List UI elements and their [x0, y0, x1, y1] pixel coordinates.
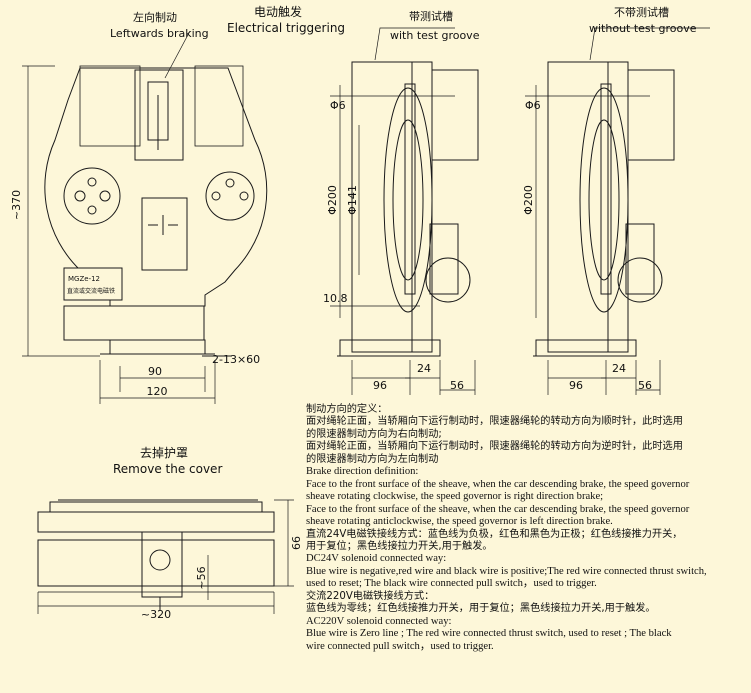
elec-trigger-zh: 电动触发: [254, 5, 303, 19]
note-line: 面对绳轮正面，当轿厢向下运行制动时，限速器绳轮的转动方向为顺时针，此时选用: [306, 416, 683, 428]
note-line: 的限速器制动方向为右向制动;: [306, 428, 442, 440]
note-line: DC24V solenoid connected way:: [306, 553, 447, 565]
dim-24-b: 24: [612, 362, 626, 375]
left-brake-zh: 左向制动: [133, 11, 177, 24]
top-frame: [37, 511, 275, 533]
solenoid-box-a: [431, 69, 479, 161]
cover-plate-right: [194, 65, 244, 147]
dim-56-c: ~56: [195, 566, 208, 589]
note-line: 交流220V电磁铁接线方式：: [306, 590, 435, 602]
motor-b: [617, 257, 663, 303]
note-line: sheave rotating anticlockwise, the speed…: [306, 516, 613, 528]
dim-phi6-a: Φ6: [330, 99, 346, 112]
dim-phi141: Φ141: [346, 185, 359, 215]
dim-phi200-a: Φ200: [326, 185, 339, 215]
trigger-plunger: [141, 197, 188, 271]
dim-phi200-b: Φ200: [522, 185, 535, 215]
note-line: sheave rotating clockwise, the speed gov…: [306, 491, 604, 503]
remove-cover-zh: 去掉护罩: [140, 446, 189, 460]
dim-370: ~370: [10, 190, 23, 220]
dim-90: 90: [148, 365, 162, 378]
note-line: Brake direction definition:: [306, 466, 419, 478]
note-line: 直流24V电磁铁接线方式：蓝色线为负极，红色和黑色为正极；红色线接推力开关，: [306, 528, 683, 540]
dim-24-a: 24: [417, 362, 431, 375]
with-groove-en: with test groove: [390, 29, 480, 42]
sheave-a: [383, 87, 433, 313]
side-view-with-groove: [330, 27, 479, 395]
note-line: 制动方向的定义：: [306, 404, 388, 415]
top-solenoid: [141, 531, 183, 598]
note-line: Face to the front surface of the sheave,…: [306, 478, 690, 490]
notes-block: 制动方向的定义： 面对绳轮正面，当轿厢向下运行制动时，限速器绳轮的转动方向为顺时…: [306, 404, 746, 653]
dim-96-a: 96: [373, 379, 387, 392]
cover-plate-left: [79, 65, 141, 147]
elec-trigger-en: Electrical triggering: [227, 21, 346, 35]
left-brake-en: Leftwards braking: [110, 27, 209, 40]
dim-66: 66: [290, 536, 303, 550]
note-line: 用于复位；黑色线接拉力开关,用于触发。: [306, 540, 493, 552]
note-line: 蓝色线为零线；红色线接推力开关，用于复位；黑色线接拉力开关,用于触发。: [306, 603, 656, 615]
frame-b: [547, 61, 609, 353]
sheave-left: [63, 167, 121, 225]
sheave-right: [205, 171, 255, 221]
dim-96-b: 96: [569, 379, 583, 392]
motor-a: [425, 257, 471, 303]
front-view: [22, 30, 268, 404]
nameplate-line2: 直流或交流电磁铁: [67, 287, 115, 295]
note-line: 的限速器制动方向为左向制动: [306, 453, 439, 465]
note-line: Blue wire is negative,red wire and black…: [306, 565, 707, 577]
top-view: [37, 499, 294, 614]
sheave-b: [579, 87, 629, 313]
note-line: AC220V solenoid connected way:: [306, 615, 452, 627]
side-view-without-groove: [525, 27, 710, 395]
note-line: Blue wire is Zero line ; The red wire co…: [306, 628, 672, 640]
nameplate: [63, 267, 123, 301]
nameplate-line1: MGZe-12: [68, 275, 100, 283]
solenoid-housing: [134, 69, 184, 161]
note-line: wire connected pull switch，used to trigg…: [306, 640, 494, 652]
note-line: Face to the front surface of the sheave,…: [306, 503, 690, 515]
remove-cover-en: Remove the cover: [113, 462, 223, 476]
note-line: used to reset; The black wire connected …: [306, 578, 597, 590]
solenoid-box-b: [627, 69, 675, 161]
with-groove-zh: 带测试槽: [409, 10, 453, 23]
dim-56-b: 56: [638, 379, 652, 392]
note-line: 面对绳轮正面，当轿厢向下运行制动时，限速器绳轮的转动方向为逆时针，此时选用: [306, 441, 683, 453]
dim-10-8: 10.8: [323, 292, 348, 305]
without-groove-en: without test groove: [589, 22, 697, 35]
dim-holes: 2-13×60: [212, 353, 260, 366]
base-frame: [63, 305, 205, 341]
governor-body-outline: [44, 67, 268, 307]
frame-a: [351, 61, 413, 353]
dim-120: 120: [147, 385, 168, 398]
dim-56-a: 56: [450, 379, 464, 392]
without-groove-zh: 不带测试槽: [614, 6, 669, 19]
dim-320: ~320: [141, 608, 171, 621]
dim-phi6-b: Φ6: [525, 99, 541, 112]
